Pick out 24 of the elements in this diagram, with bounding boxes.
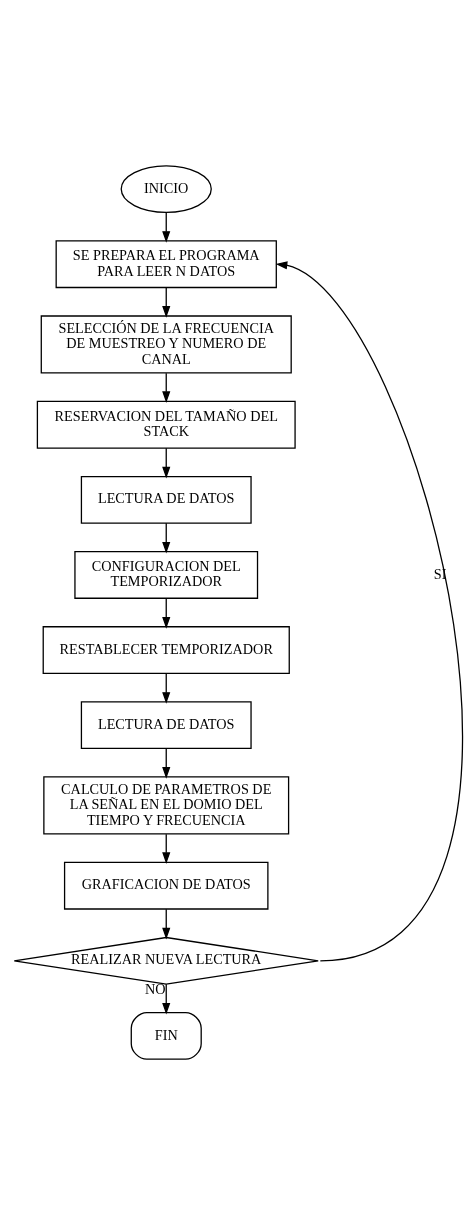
arrow [275, 261, 463, 962]
arrow [161, 672, 170, 704]
node-box: CALCULO DE PARAMETROS DE LA SEÑAL EN EL DOMIO DEL TIEMPO Y FRECUENCIA [42, 776, 289, 835]
node-box: LECTURA DE DATOS [80, 475, 252, 524]
node-diamond: REALIZAR NUEVA LECTURA [13, 936, 319, 985]
arrow [161, 286, 170, 318]
node-box: SE PREPARA EL PROGRAMA PARA LEER N DATOS [55, 240, 277, 289]
arrow [161, 372, 170, 403]
node-box: SELECCIÓN DE LA FRECUENCIA DE MUESTREO Y NUMERO DE CANAL [40, 315, 292, 374]
arrow [161, 833, 170, 864]
arrow [161, 908, 170, 940]
arrow [161, 983, 170, 1015]
arrow [161, 747, 170, 779]
node-box: LECTURA DE DATOS [80, 701, 252, 750]
arrow [161, 597, 170, 629]
node-box: GRAFICACION DE DATOS [63, 861, 269, 910]
node-box: CONFIGURACION DEL TEMPORIZADOR [73, 551, 258, 599]
node-ellipse: INICIO [120, 165, 212, 214]
arrow [161, 447, 170, 479]
arrow [161, 211, 170, 243]
arrow [161, 522, 170, 554]
node-box: FIN [130, 1011, 202, 1060]
node-box: RESTABLECER TEMPORIZADOR [42, 626, 290, 674]
node-box: RESERVACION DEL TAMAÑO DEL STACK [36, 400, 296, 449]
